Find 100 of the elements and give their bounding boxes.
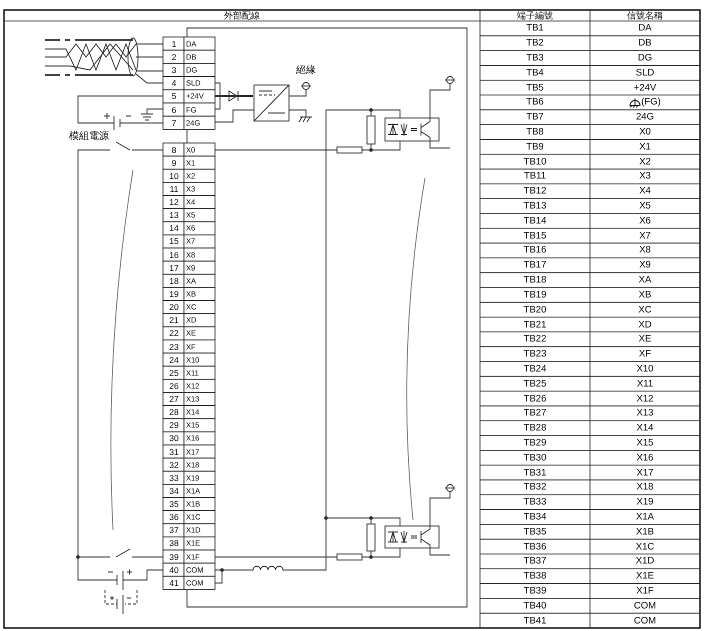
pin-number: 2	[172, 52, 176, 62]
pin-number: 20	[169, 302, 179, 312]
pin-number: 25	[169, 368, 179, 378]
pin-number: 3	[172, 66, 176, 74]
terminal-number: TB29	[524, 438, 546, 448]
pin-number: 11	[170, 184, 178, 194]
signal-name: 24G	[636, 112, 654, 122]
pin-number: 29	[169, 421, 179, 430]
signal-name: X15	[636, 438, 654, 448]
terminal-number: TB14	[524, 216, 546, 226]
terminal-number: TB27	[524, 408, 546, 418]
pin-number: 18	[169, 276, 179, 286]
terminal-number: TB32	[524, 482, 546, 492]
terminal-number: TB13	[524, 201, 546, 211]
terminal-number: TB26	[524, 394, 546, 404]
signal-name: X5	[639, 201, 651, 211]
signal-name: XF	[638, 349, 652, 359]
power-label: 模組電源	[69, 132, 109, 142]
terminal-number: TB16	[524, 246, 546, 256]
terminal-number: TB1	[526, 24, 544, 34]
signal-name: X9	[639, 260, 651, 270]
signal-name: X11	[636, 378, 654, 388]
terminal-number: TB11	[524, 172, 546, 182]
signal-name: XA	[638, 275, 652, 285]
pin-number: 31	[169, 447, 179, 456]
pin-number: 12	[169, 198, 179, 206]
pin-number: 14	[169, 224, 179, 233]
signal-name: X16	[636, 452, 654, 462]
pin-number: 10	[169, 172, 179, 180]
column-header: 外部配線	[224, 11, 260, 20]
terminal-number: TB41	[524, 616, 546, 626]
terminal-number: TB2	[526, 38, 544, 48]
terminal-number: TB12	[524, 186, 546, 196]
pin-number: 39	[169, 552, 179, 561]
signal-name: COM	[634, 601, 656, 611]
insulation-label: 絕緣	[296, 66, 316, 76]
signal-name: X2	[639, 156, 651, 166]
terminal-number: TB10	[524, 156, 546, 166]
terminal-number: TB40	[524, 601, 546, 611]
pin-number: 38	[169, 539, 179, 548]
terminal-number: TB3	[526, 53, 544, 63]
signal-name: X13	[636, 408, 654, 418]
terminal-number: TB17	[524, 260, 546, 270]
terminal-number: TB36	[524, 542, 546, 552]
pin-number: 40	[169, 565, 179, 574]
terminal-number: TB28	[524, 423, 546, 433]
signal-name: X1F	[636, 586, 654, 596]
terminal-number: TB4	[526, 68, 544, 78]
signal-name: DG	[638, 53, 652, 63]
pin-number: 27	[169, 394, 179, 404]
terminal-number: TB31	[524, 468, 546, 478]
pin-number: 23	[169, 342, 179, 351]
signal-name: XB	[638, 290, 652, 300]
terminal-number: TB38	[524, 571, 546, 581]
signal-name: X1A	[636, 512, 654, 522]
terminal-number: TB18	[524, 275, 546, 285]
pin-number: 9	[172, 158, 176, 167]
terminal-number: TB24	[524, 364, 546, 374]
terminal-number: TB15	[524, 230, 546, 240]
terminal-number: TB33	[524, 497, 546, 507]
pin-number: 24	[169, 355, 179, 364]
signal-name: X6	[639, 216, 651, 226]
pin-number: 41	[169, 578, 179, 588]
signal-name: X1	[639, 142, 651, 152]
signal-name: (FG)	[641, 98, 661, 108]
pin-number: 15	[169, 237, 179, 246]
pin-number: 22	[169, 329, 179, 338]
pin-number: 16	[169, 250, 179, 259]
signal-name: SLD	[636, 68, 654, 78]
terminal-number: TB8	[526, 127, 544, 137]
terminal-number: TB19	[524, 290, 546, 300]
pin-number: 37	[169, 526, 179, 535]
pin-number: 8	[172, 145, 176, 154]
terminal-number: TB37	[524, 556, 546, 566]
terminal-number: TB22	[524, 334, 546, 344]
signal-name: X1B	[636, 527, 654, 537]
signal-name: X19	[636, 497, 654, 507]
terminal-number: TB20	[524, 304, 546, 314]
pin-number: 33	[169, 474, 179, 482]
terminal-number: TB39	[524, 586, 546, 596]
signal-name: XD	[638, 320, 652, 330]
terminal-number: TB9	[526, 142, 544, 152]
pin-number: 32	[169, 460, 179, 469]
signal-name: X1C	[636, 542, 654, 552]
terminal-number: TB34	[524, 512, 546, 522]
terminal-number: TB35	[524, 527, 546, 537]
column-header: 端子編號	[517, 11, 553, 20]
signal-name: X14	[636, 423, 654, 433]
pin-number: 6	[172, 105, 176, 114]
signal-name: X8	[639, 246, 651, 256]
signal-name: X1E	[636, 571, 654, 581]
pin-number: 21	[169, 316, 179, 324]
terminal-number: TB5	[526, 82, 544, 92]
signal-name: X12	[636, 394, 654, 404]
pin-number: 28	[169, 408, 179, 416]
signal-name: X4	[639, 186, 651, 196]
signal-name: X1D	[636, 556, 654, 566]
pin-number: 7	[172, 118, 176, 128]
signal-name: DB	[638, 38, 652, 48]
signal-name: COM	[634, 616, 656, 626]
